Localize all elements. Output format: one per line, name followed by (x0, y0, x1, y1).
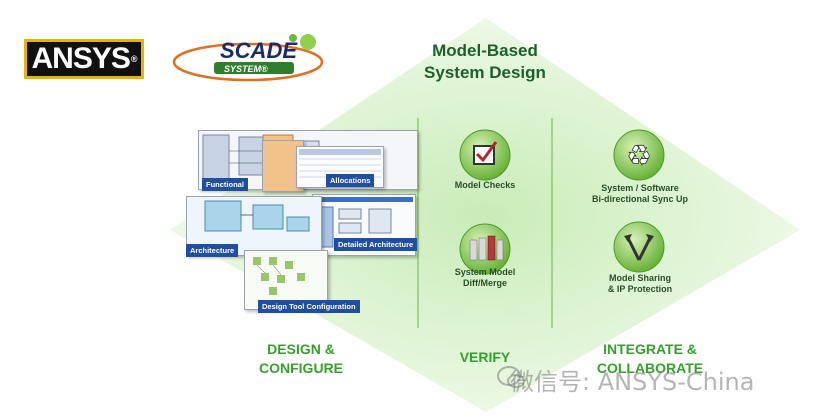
ansys-logo-text: ANSYS (31, 42, 131, 75)
diamond-shape (170, 18, 800, 412)
recycle-sync-icon: ♻ (613, 129, 665, 181)
design-configure-heading: DESIGN & CONFIGURE (259, 341, 343, 376)
model-checks-label: Model Checks (454, 180, 516, 190)
watermark-text: 微信号: ANSYS-China (510, 368, 755, 396)
screenshot-label: Design Tool Configuration (258, 300, 360, 313)
sharing-arrows-icon (613, 221, 665, 273)
scade-system-logo: SCADE SYSTEM® (168, 28, 328, 86)
screenshot-label: Allocations (326, 174, 375, 187)
system-logo-text: SYSTEM® (224, 64, 268, 74)
wechat-icon (496, 362, 526, 392)
checkbox-icon (459, 129, 511, 181)
diagram-title: Model-Based System Design (424, 41, 546, 82)
bidirectional-sync-label: System / Software Bi-directional Sync Up (591, 183, 689, 204)
integrate-collaborate-heading: INTEGRATE & COLLABORATE (596, 341, 704, 376)
scade-logo-text: SCADE (220, 38, 298, 63)
screenshot-label: Detailed Architecture (334, 238, 418, 251)
svg-text:♻: ♻ (626, 139, 651, 172)
diff-merge-icon (459, 223, 511, 275)
screenshot-label: Architecture (186, 244, 239, 257)
model-sharing-label: Model Sharing & IP Protection (607, 273, 673, 294)
screenshot-label: Functional (202, 178, 248, 191)
diff-merge-label: System Model Diff/Merge (454, 267, 516, 288)
ansys-logo: ANSYS® (24, 39, 144, 79)
verify-heading: VERIFY (459, 349, 511, 365)
